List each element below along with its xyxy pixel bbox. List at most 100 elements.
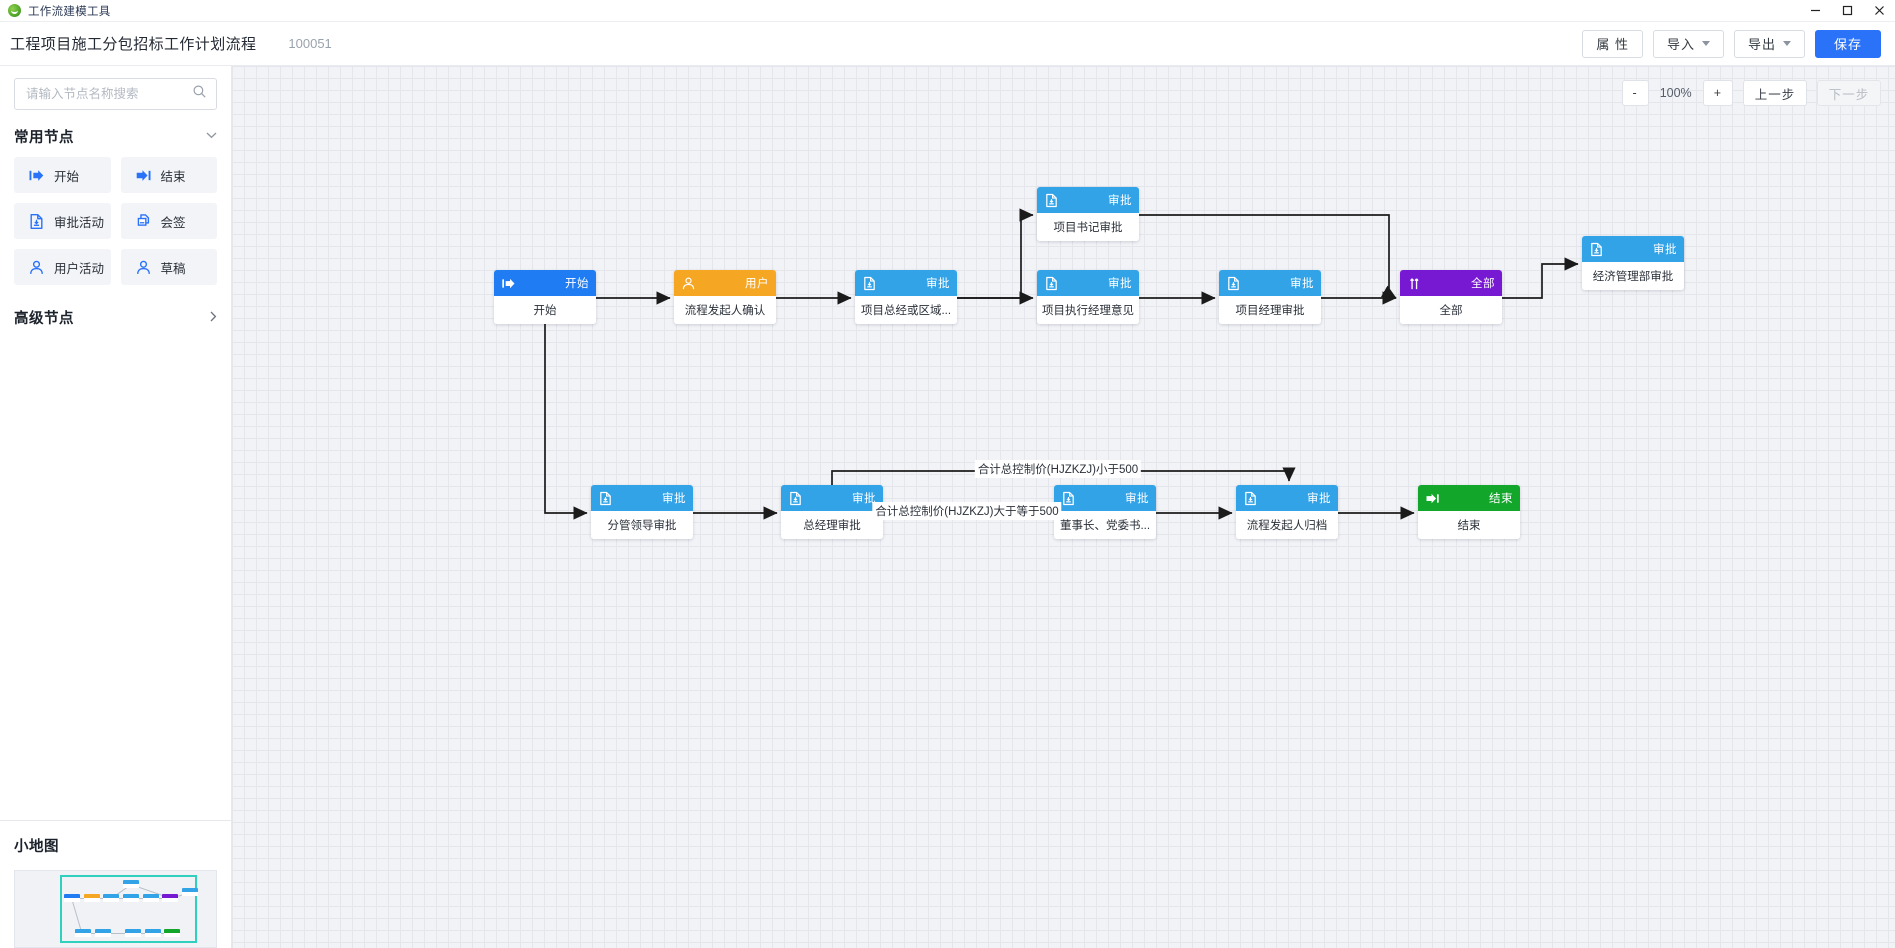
flow-node-initiator[interactable]: 用户流程发起人确认 — [674, 270, 776, 324]
palette-item-label: 结束 — [160, 169, 186, 184]
minimap-edge — [72, 897, 92, 899]
zoom-in-button[interactable]: + — [1702, 80, 1733, 106]
user-icon — [28, 259, 45, 276]
flow-node-archive[interactable]: 审批流程发起人归档 — [1236, 485, 1338, 539]
flow-node-name: 董事长、党委书... — [1054, 511, 1156, 539]
flow-node-header: 审批 — [1236, 485, 1338, 511]
chevron-right-icon[interactable] — [209, 311, 217, 324]
flow-node-secretary[interactable]: 审批项目书记审批 — [1037, 187, 1139, 241]
palette-item-5[interactable]: 草稿 — [120, 249, 217, 285]
palette-item-label: 会签 — [160, 215, 186, 230]
palette-item-2[interactable]: 审批活动 — [14, 203, 111, 239]
zoom-toolbar: - 100% + 上一步 下一步 — [1621, 80, 1881, 106]
advanced-nodes-section-header[interactable]: 高级节点 — [0, 285, 231, 338]
export-button[interactable]: 导出 — [1733, 29, 1805, 58]
user-icon — [135, 259, 152, 276]
common-nodes-section-header[interactable]: 常用节点 — [0, 110, 231, 157]
flow-node-leader[interactable]: 审批分管领导审批 — [591, 485, 693, 539]
flow-node-name: 结束 — [1418, 511, 1520, 539]
palette-item-label: 开始 — [54, 169, 80, 184]
undo-button[interactable]: 上一步 — [1743, 80, 1807, 106]
sidebar: 常用节点 开始 结束 审批活动 会签 用户活动 草稿 高级节点 — [0, 66, 232, 948]
minimap-node — [144, 929, 161, 938]
flow-node-econdept[interactable]: 审批经济管理部审批 — [1582, 236, 1684, 290]
search-icon[interactable] — [192, 84, 207, 104]
palette-item-0[interactable]: 开始 — [14, 157, 111, 193]
chevron-down-icon[interactable] — [1701, 41, 1710, 46]
flow-node-type-label: 审批 — [662, 493, 686, 505]
approve-doc-icon — [1589, 242, 1604, 257]
flow-node-name: 项目总经或区域... — [855, 296, 957, 324]
close-icon[interactable] — [1863, 0, 1895, 22]
save-button[interactable]: 保存 — [1815, 29, 1881, 58]
minimap-node — [124, 929, 141, 938]
minimap-edge — [111, 897, 131, 899]
approve-doc-icon — [788, 491, 803, 506]
import-button[interactable]: 导入 — [1652, 29, 1724, 58]
import-button-label: 导入 — [1666, 37, 1695, 52]
flow-node-header: 审批 — [855, 270, 957, 296]
flow-node-name: 开始 — [494, 296, 596, 324]
flow-node-gm[interactable]: 审批总经理审批 — [781, 485, 883, 539]
minimize-icon[interactable] — [1799, 0, 1831, 22]
palette-item-label: 审批活动 — [54, 215, 105, 230]
minimap-node — [74, 929, 91, 938]
flow-node-name: 项目经理审批 — [1219, 296, 1321, 324]
minimap-viewport[interactable] — [60, 875, 198, 943]
end-arrow-icon — [1425, 491, 1440, 506]
chevron-down-icon[interactable] — [1783, 41, 1791, 46]
flow-node-name: 全部 — [1400, 296, 1502, 324]
search-area — [0, 66, 231, 110]
minimap-node — [142, 893, 159, 902]
minimap-node — [122, 880, 139, 889]
header-actions: 属 性 导入 导出保存 — [1582, 29, 1881, 58]
minimap-title: 小地图 — [14, 839, 59, 855]
flow-node-end[interactable]: 结束结束 — [1418, 485, 1520, 539]
palette-item-1[interactable]: 结束 — [120, 157, 217, 193]
flow-node-header: 结束 — [1418, 485, 1520, 511]
flow-diagram: 开始开始 用户流程发起人确认 审批项目总经或区域... 审批项目书记审批 审批项… — [232, 66, 1895, 948]
flow-node-projmgr[interactable]: 审批项目经理审批 — [1219, 270, 1321, 324]
flow-node-type-label: 开始 — [565, 278, 589, 290]
flow-node-header: 审批 — [1037, 270, 1139, 296]
minimap[interactable] — [14, 870, 217, 948]
search-box[interactable] — [14, 78, 217, 110]
flow-node-gateway[interactable]: 全部全部 — [1400, 270, 1502, 324]
approve-doc-icon — [1243, 491, 1258, 506]
palette-item-3[interactable]: 会签 — [120, 203, 217, 239]
flow-node-header: 审批 — [1037, 187, 1139, 213]
flow-node-type-label: 审批 — [1307, 493, 1331, 505]
minimap-node — [122, 893, 139, 902]
advanced-nodes-title: 高级节点 — [14, 311, 74, 327]
flow-node-type-label: 审批 — [1108, 278, 1132, 290]
common-nodes-title: 常用节点 — [14, 130, 74, 146]
zoom-out-button[interactable]: - — [1621, 80, 1649, 106]
flow-node-header: 审批 — [1582, 236, 1684, 262]
approve-doc-icon — [1044, 193, 1059, 208]
flow-node-name: 流程发起人归档 — [1236, 511, 1338, 539]
flow-node-header: 审批 — [1219, 270, 1321, 296]
properties-button[interactable]: 属 性 — [1582, 29, 1643, 58]
maximize-icon[interactable] — [1831, 0, 1863, 22]
canvas[interactable]: - 100% + 上一步 下一步 — [232, 66, 1895, 948]
minimap-node — [164, 929, 181, 938]
flow-node-name: 项目执行经理意见 — [1037, 296, 1139, 324]
minimap-node — [182, 888, 198, 897]
minimap-node — [83, 893, 100, 902]
palette-item-label: 草稿 — [160, 261, 186, 276]
flow-node-header: 审批 — [591, 485, 693, 511]
flow-node-start[interactable]: 开始开始 — [494, 270, 596, 324]
flow-node-name: 分管领导审批 — [591, 511, 693, 539]
flow-node-chairman[interactable]: 审批董事长、党委书... — [1054, 485, 1156, 539]
flow-node-name: 总经理审批 — [781, 511, 883, 539]
chevron-down-icon[interactable] — [206, 131, 217, 142]
palette-item-4[interactable]: 用户活动 — [14, 249, 111, 285]
flow-node-pmgr[interactable]: 审批项目总经或区域... — [855, 270, 957, 324]
start-arrow-icon — [501, 276, 516, 291]
search-input[interactable] — [26, 87, 192, 101]
flow-node-execmgr[interactable]: 审批项目执行经理意见 — [1037, 270, 1139, 324]
app-logo-icon — [8, 4, 21, 17]
window-titlebar: 工作流建模工具 — [0, 0, 1895, 22]
start-arrow-icon — [28, 167, 45, 184]
flow-node-header: 审批 — [1054, 485, 1156, 511]
